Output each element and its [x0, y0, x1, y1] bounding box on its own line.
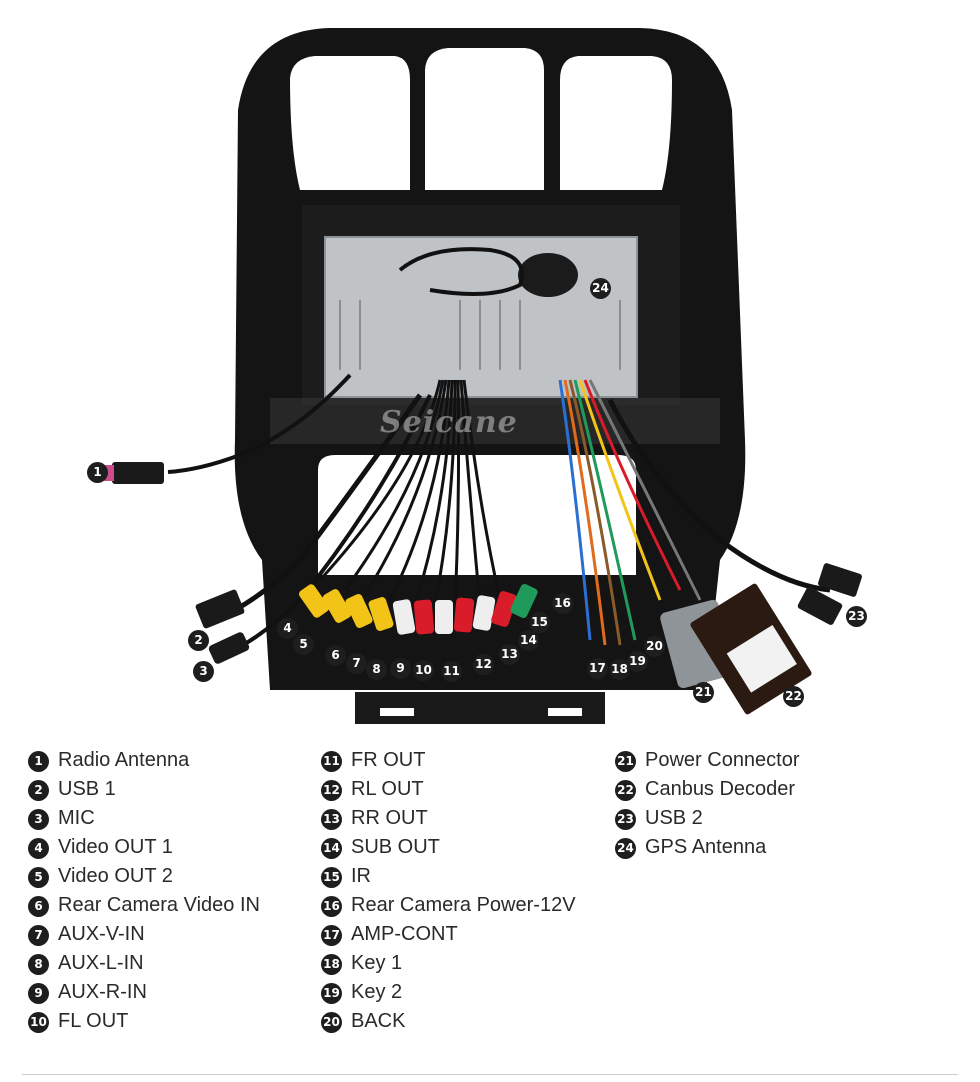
callout-8: 8: [366, 659, 387, 680]
legend-number-badge: 1: [28, 751, 49, 772]
callout-14: 14: [518, 630, 539, 651]
legend-number-badge: 4: [28, 838, 49, 859]
callout-13: 13: [499, 644, 520, 665]
gps-antenna: [518, 253, 578, 297]
usb1-cable: [233, 393, 423, 613]
wiring-diagram: Seicane 1 2 3 4 5 6 7 8 9 10 11 12 13 14…: [87, 28, 867, 724]
legend-label: AUX-L-IN: [58, 952, 144, 974]
legend-number-badge: 17: [321, 925, 342, 946]
legend-number-badge: 11: [321, 751, 342, 772]
usb2-cable: [607, 398, 831, 593]
radio-antenna-cable: [167, 373, 352, 474]
callout-6: 6: [325, 645, 346, 666]
chassis-vents: [339, 300, 621, 370]
legend-label: RL OUT: [351, 778, 424, 800]
callout-4: 4: [277, 618, 298, 639]
frame-cutout-center: [425, 48, 544, 190]
callout-20: 20: [644, 636, 665, 657]
legend-label: BACK: [351, 1010, 406, 1032]
legend-number-badge: 20: [321, 1012, 342, 1033]
callout-22: 22: [783, 686, 804, 707]
usb2-plug-a: [818, 563, 862, 597]
legend-number-badge: 16: [321, 896, 342, 917]
legend-label: FR OUT: [351, 749, 426, 771]
legend-number-badge: 23: [615, 809, 636, 830]
callout-1: 1: [87, 462, 108, 483]
callout-21: 21: [693, 682, 714, 703]
gps-cable-coil: [398, 247, 524, 296]
legend-number-badge: 10: [28, 1012, 49, 1033]
callout-23: 23: [846, 606, 867, 627]
legend-number-badge: 8: [28, 954, 49, 975]
legend-number-badge: 6: [28, 896, 49, 917]
callout-15: 15: [529, 612, 550, 633]
legend-number-badge: 24: [615, 838, 636, 859]
usb2-plug-b: [797, 587, 843, 625]
legend-number-badge: 3: [28, 809, 49, 830]
legend-number-badge: 5: [28, 867, 49, 888]
frame-cutout-left: [290, 56, 410, 190]
legend-label: Key 1: [351, 952, 403, 974]
rca-cable-bundle: [318, 379, 502, 606]
legend-label: Video OUT 2: [58, 865, 173, 887]
callout-9: 9: [390, 658, 411, 679]
legend-label: Power Connector: [645, 749, 800, 771]
legend-number-badge: 19: [321, 983, 342, 1004]
legend-number-badge: 18: [321, 954, 342, 975]
callout-12: 12: [473, 654, 494, 675]
legend-label: GPS Antenna: [645, 836, 767, 858]
callout-10: 10: [413, 660, 434, 681]
mic-plug: [208, 632, 250, 664]
legend-number-badge: 13: [321, 809, 342, 830]
callout-11: 11: [441, 661, 462, 682]
callout-16: 16: [552, 593, 573, 614]
legend-number-badge: 21: [615, 751, 636, 772]
legend-number-badge: 22: [615, 780, 636, 801]
legend-label: FL OUT: [58, 1010, 129, 1032]
legend-label: AUX-V-IN: [58, 923, 145, 945]
usb1-plug: [195, 589, 245, 629]
legend-number-badge: 9: [28, 983, 49, 1004]
frame-cutout-lower: [318, 455, 636, 575]
legend-number-badge: 15: [321, 867, 342, 888]
legend-label: MIC: [58, 807, 95, 829]
legend-number-badge: 12: [321, 780, 342, 801]
rca-plugs: [299, 584, 538, 635]
watermark-band: [270, 398, 720, 444]
legend-label: AUX-R-IN: [58, 981, 147, 1003]
legend-label: Radio Antenna: [58, 749, 190, 771]
callout-7: 7: [346, 653, 367, 674]
legend-number-badge: 7: [28, 925, 49, 946]
legend-label: RR OUT: [351, 807, 428, 829]
legend-label: USB 1: [58, 778, 116, 800]
frame-cutout-right: [560, 56, 672, 190]
callout-2: 2: [188, 630, 209, 651]
legend-label: SUB OUT: [351, 836, 440, 858]
legend-label: Key 2: [351, 981, 403, 1003]
legend-label: Rear Camera Power-12V: [351, 894, 576, 916]
callout-17: 17: [587, 658, 608, 679]
legend-label: IR: [351, 865, 371, 887]
bottom-divider: [22, 1074, 958, 1075]
legend-label: AMP-CONT: [351, 923, 458, 945]
callout-18: 18: [609, 659, 630, 680]
callout-19: 19: [627, 651, 648, 672]
legend-label: USB 2: [645, 807, 703, 829]
legend-number-badge: 2: [28, 780, 49, 801]
legend-label: Canbus Decoder: [645, 778, 796, 800]
callout-3: 3: [193, 661, 214, 682]
callout-24: 24: [590, 278, 611, 299]
legend-label: Video OUT 1: [58, 836, 173, 858]
mic-cable: [234, 394, 432, 652]
colored-wire-bundle: [558, 379, 702, 646]
radio-antenna-plug: [112, 462, 164, 484]
legend-number-badge: 14: [321, 838, 342, 859]
callout-5: 5: [293, 634, 314, 655]
head-unit-illustration: [102, 28, 862, 724]
watermark-text: Seicane: [380, 405, 518, 440]
legend-label: Rear Camera Video IN: [58, 894, 260, 916]
